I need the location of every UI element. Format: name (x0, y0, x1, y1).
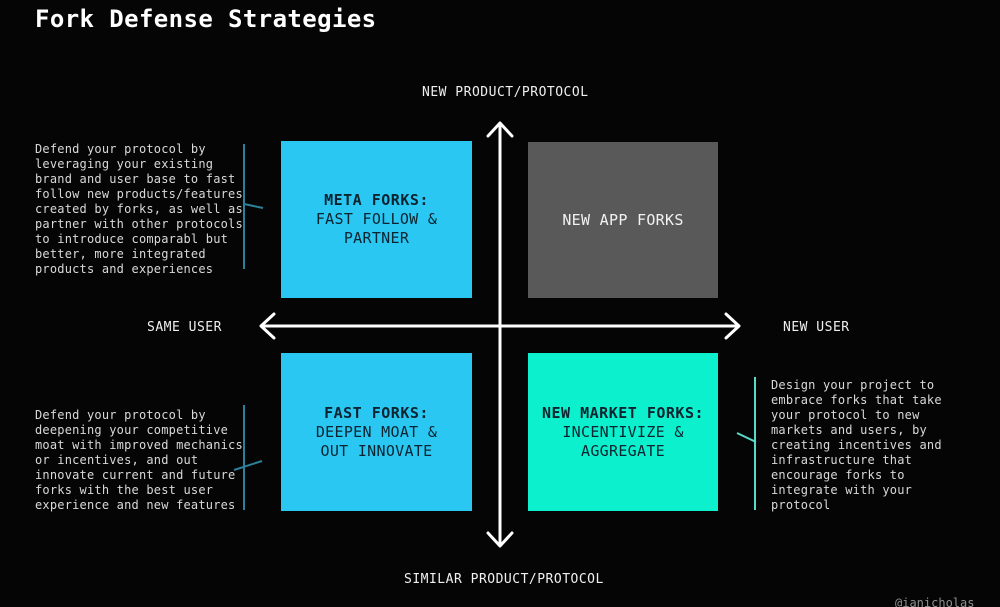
axis-label-new-user: NEW USER (783, 320, 850, 335)
quadrant-fast-forks: FAST FORKS: DEEPEN MOAT & OUT INNOVATE (281, 353, 472, 511)
axis-label-similar-product: SIMILAR PRODUCT/PROTOCOL (404, 572, 604, 587)
quadrant-body: FAST FOLLOW & PARTNER (315, 210, 438, 247)
axis-label-same-user: SAME USER (147, 320, 222, 335)
vertical-axis-arrow (486, 121, 514, 548)
horizontal-axis-arrow (259, 312, 741, 340)
quadrant-body: NEW APP FORKS (562, 210, 684, 229)
quadrant-new-market-forks: NEW MARKET FORKS: INCENTIVIZE & AGGREGAT… (528, 353, 718, 511)
quadrant-body: DEEPEN MOAT & OUT INNOVATE (315, 422, 438, 460)
bracket-new-market-forks (736, 377, 757, 510)
page-title: Fork Defense Strategies (35, 5, 377, 33)
quadrant-heading: META FORKS: (324, 191, 429, 209)
quadrant-heading: NEW MARKET FORKS: (541, 403, 705, 422)
quadrant-new-app-forks: NEW APP FORKS (528, 142, 718, 298)
axis-label-new-product: NEW PRODUCT/PROTOCOL (422, 85, 589, 100)
credit-handle: @ianicholas (895, 596, 975, 607)
quadrant-heading: FAST FORKS: (324, 403, 429, 422)
annotation-new-market-forks: Design your project to embrace forks tha… (771, 378, 942, 512)
quadrant-meta-forks: META FORKS: FAST FOLLOW & PARTNER (281, 141, 472, 298)
annotation-meta-forks: Defend your protocol by leveraging your … (35, 142, 243, 276)
annotation-fast-forks: Defend your protocol by deepening your c… (35, 408, 243, 512)
quadrant-body: INCENTIVIZE & AGGREGATE (562, 422, 684, 460)
